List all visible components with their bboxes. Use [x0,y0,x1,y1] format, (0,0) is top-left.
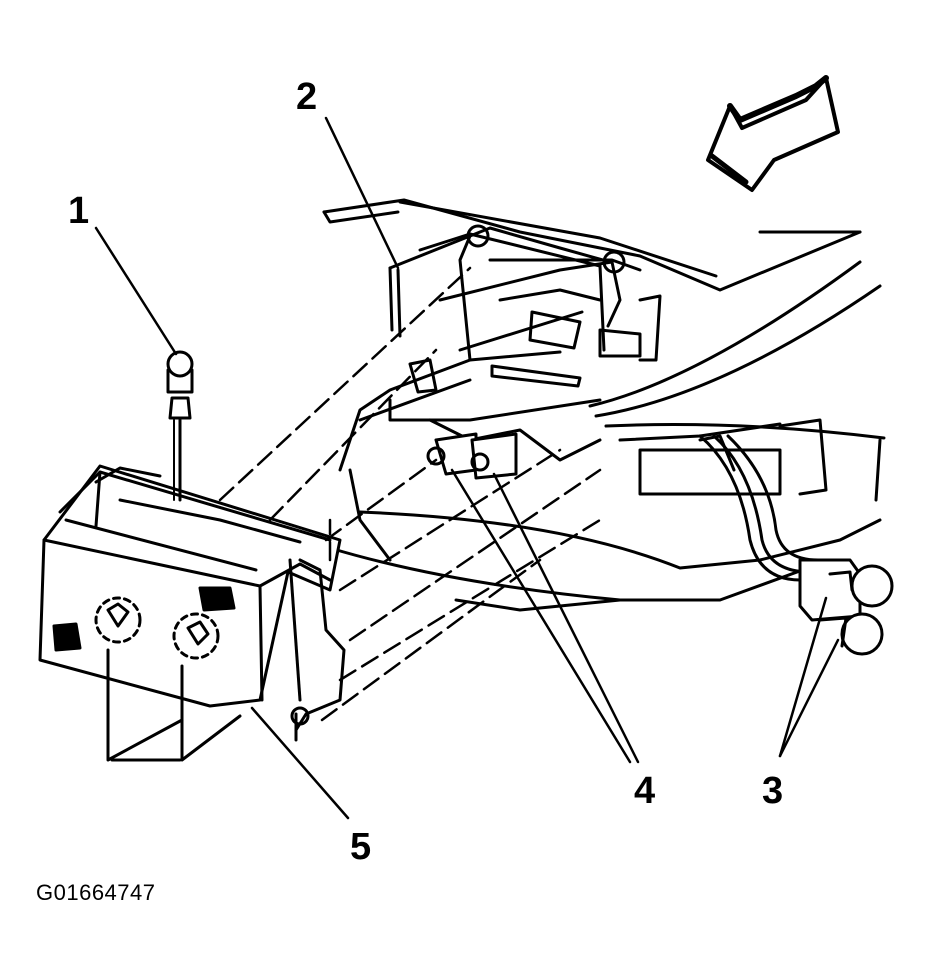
callout-2: 2 [296,76,318,118]
bolt [166,350,194,502]
callout-1: 1 [68,190,90,232]
alignment-lines [218,266,602,722]
headlamp-assembly [38,464,346,762]
callout-5: 5 [350,826,372,868]
callout-4: 4 [634,770,656,812]
figure-id-label: G01664747 [36,880,156,905]
vehicle-front-structure [322,198,886,612]
mounting-bolts [426,432,518,480]
bulbs [798,558,894,656]
callout-3: 3 [762,770,784,812]
leader-lines [94,116,840,820]
direction-arrow-icon [706,75,840,192]
wiring-harness [698,434,820,582]
